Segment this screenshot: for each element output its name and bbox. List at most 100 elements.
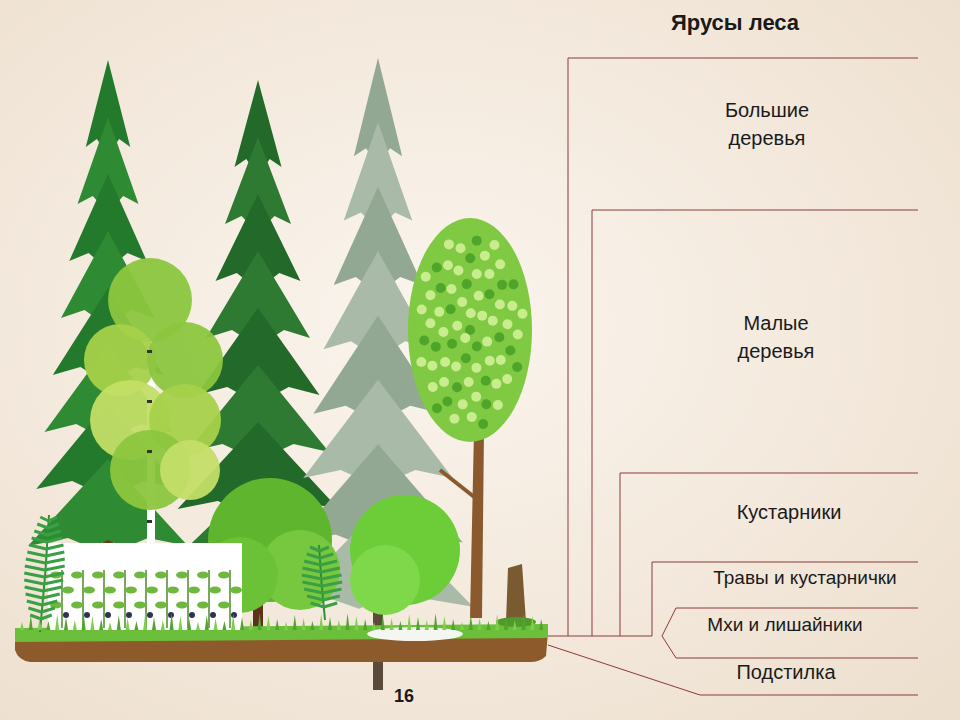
berry: [105, 612, 111, 618]
leaf-dot: [471, 363, 481, 373]
blueberry-sprig: [50, 570, 74, 628]
grass-tuft: [178, 616, 182, 630]
leaf-dot: [513, 330, 523, 340]
leaf-dot: [432, 403, 442, 413]
berry: [231, 612, 237, 618]
grass-tuft: [346, 613, 350, 630]
leaf-dot: [472, 269, 482, 279]
berry: [210, 612, 216, 618]
grass-tuft: [513, 620, 517, 630]
berry: [126, 612, 132, 618]
fern-leaf: [40, 517, 56, 521]
tier-label: Травы и кустарнички: [687, 565, 923, 592]
fern-leaf: [24, 580, 63, 584]
grass-tuft: [478, 618, 482, 630]
sprig-stem: [187, 570, 189, 628]
leaf-dot: [452, 321, 462, 331]
leaf-dot: [461, 353, 471, 363]
grass-tuft: [152, 617, 156, 630]
grass-tuft: [319, 614, 323, 630]
birch-mark: [147, 350, 152, 353]
grass-tuft: [381, 615, 385, 630]
blueberry-sprig: [92, 570, 116, 628]
leaf-dot: [427, 361, 437, 371]
sprig-leaf: [113, 572, 125, 579]
leaf-dot: [495, 299, 505, 309]
leaf-dot: [447, 284, 457, 294]
leaf-dot: [474, 291, 484, 301]
leaf-dot: [467, 412, 477, 422]
sprig-leaf: [92, 602, 104, 609]
grass-tuft: [425, 620, 429, 630]
tier-label: Большие деревья: [702, 96, 832, 152]
blueberry-sprig: [176, 570, 200, 628]
leaf-dot: [434, 307, 444, 317]
sprig-stem: [229, 570, 231, 628]
birch-mark: [147, 520, 152, 523]
fern-leaf: [302, 568, 339, 572]
leaf-dot: [493, 400, 503, 410]
fern-leaf: [27, 601, 58, 605]
berry: [147, 612, 153, 618]
leaf-dot: [484, 269, 494, 279]
grass-tuft: [143, 614, 147, 630]
grass-tuft: [249, 620, 253, 630]
leaf-dot: [438, 327, 448, 337]
sprig-leaf: [188, 587, 200, 594]
grass-tuft: [222, 621, 226, 630]
leaf-dot: [485, 356, 495, 366]
bracket-line: [548, 645, 918, 695]
blueberry-sprig: [134, 570, 158, 628]
leaf-dot: [453, 265, 463, 275]
grass-tuft: [310, 621, 314, 630]
tree-crown: [408, 218, 532, 442]
grass-tuft: [302, 618, 306, 630]
grass-tuft: [495, 614, 499, 630]
leaf-dot: [471, 392, 481, 402]
fern-leaf: [24, 573, 64, 577]
fern-leaf: [28, 608, 54, 612]
grass-tuft: [486, 621, 490, 630]
grass-tuft: [134, 621, 138, 630]
fern-leaf: [32, 538, 63, 542]
leaf-dot: [457, 297, 467, 307]
leaf-dot: [417, 304, 427, 314]
grass-tuft: [99, 619, 103, 630]
birch-crown: [160, 440, 220, 500]
fern-leaf: [34, 531, 60, 535]
grass-tuft: [293, 615, 297, 630]
tier-brackets: [548, 58, 918, 695]
leaf-dot: [478, 419, 488, 429]
blueberry-sprig: [197, 570, 221, 628]
leaf-dot: [447, 339, 457, 349]
grass-tuft: [240, 617, 244, 630]
grass-tuft: [73, 620, 77, 630]
leaf-dot: [436, 283, 446, 293]
forest-scene: [15, 58, 548, 690]
leaf-dot: [481, 376, 491, 386]
fern: [24, 515, 65, 632]
grass-tuft: [55, 614, 59, 630]
fern-leaf: [302, 582, 342, 586]
berry-patch: [48, 543, 242, 630]
sprig-leaf: [92, 572, 104, 579]
grass-tuft: [258, 613, 262, 630]
grass-tuft: [196, 622, 200, 630]
sprig-leaf: [113, 602, 125, 609]
grass-tuft: [187, 619, 191, 630]
bracket-line: [548, 636, 652, 637]
berry: [84, 612, 90, 618]
bracket-line: [620, 473, 918, 636]
fern: [302, 545, 342, 620]
leaf-dot: [488, 316, 498, 326]
grass-tuft: [469, 615, 473, 630]
grass-tuft: [328, 617, 332, 630]
leaf-dot: [458, 399, 468, 409]
leaf-dot: [451, 362, 461, 372]
leaf-dot: [432, 262, 442, 272]
tier-label: Кустарники: [689, 498, 889, 526]
sprig-stem: [103, 570, 105, 628]
grass-tuft: [363, 619, 367, 630]
